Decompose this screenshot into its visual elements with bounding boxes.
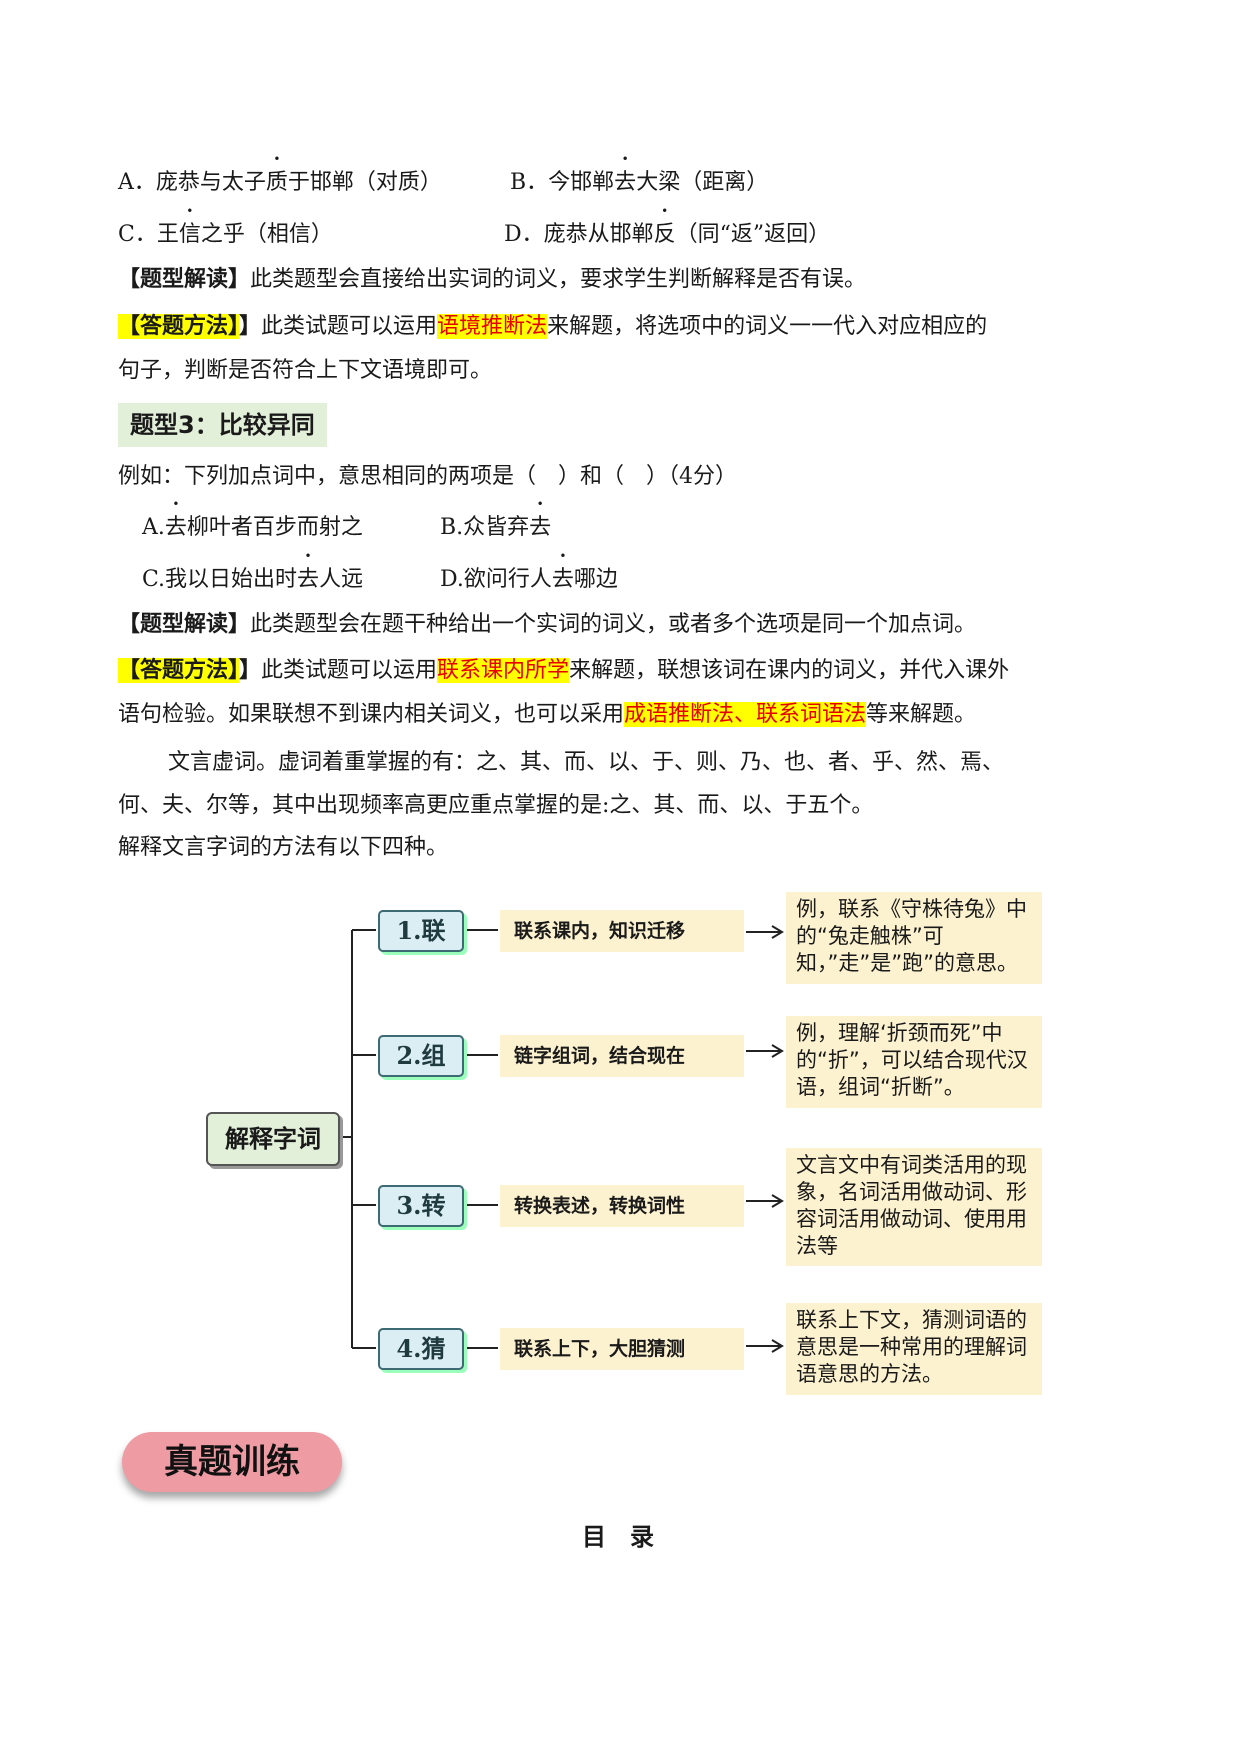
diagram-root: 解释字词 [206,1112,340,1166]
answer-method-2-line2: 句子，判断是否符合上下文语境即可。 [118,358,493,383]
step-3-label: 3.转 [378,1185,464,1227]
question-reading-3: 【题型解读】此类题型会在题干种给出一个实词的词义，或者多个选项是同一个加点词。 [118,612,977,637]
option-b-q3: B.众皆弃去 [440,513,551,543]
highlight-method: 语境推断法 [437,314,548,339]
answer-method-3-line2: 语句检验。如果联想不到课内相关词义，也可以采用成语推断法、联系词语法等来解题。 [118,702,977,727]
step-2-note: 例，理解‘折颈而死”中的“折”，可以结合现代汉语，组词“折断”。 [786,1016,1042,1108]
reading-tag: 【题型解读】 [118,267,251,292]
step-1-method: 联系课内，知识迁移 [500,910,744,952]
paragraph-methods-intro: 解释文言字词的方法有以下四种。 [118,835,449,860]
step-1-note: 例，联系《守株待兔》中的“兔走触株”可知，”走”是”跑”的意思。 [786,892,1042,984]
step-4-method: 联系上下，大胆猜测 [500,1328,744,1370]
paragraph-function-words: 文言虚词。虚词着重掌握的有：之、其、而、以、于、则、乃、也、者、乎、然、焉、 [168,750,1005,775]
step-2-label: 2.组 [378,1035,464,1077]
answer-method-3: 【答题方法】】此类试题可以运用联系课内所学来解题，联想该词在课内的词义，并代入课… [118,658,1010,683]
example-question: 例如：下列加点词中，意思相同的两项是（ ）和（ ）（4分） [118,464,737,489]
answer-method-2: 【答题方法】】此类试题可以运用语境推断法来解题，将选项中的词义一一代入对应相应的 [118,314,988,339]
step-1-label: 1.联 [378,910,464,952]
method-tag: 【答题方法】 [118,314,240,339]
section-heading-type3: 题型3：比较异同 [118,403,327,447]
option-c-q3: C.我以日始出时去人远 [142,565,363,595]
option-b: B．今邯郸去大梁（距离） [510,168,768,198]
step-2-method: 链字组词，结合现在 [500,1035,744,1077]
option-d: D．庞恭从邯郸反（同“返”返回） [504,220,830,250]
step-3-method: 转换表述，转换词性 [500,1185,744,1227]
option-c: C．王信之乎（相信） [118,220,333,250]
real-exam-training-badge: 真题训练 [122,1432,342,1492]
option-a: A．庞恭与太子质于邯郸（对质） [118,168,442,198]
step-3-note: 文言文中有词类活用的现象，名词活用做动词、形容词活用做动词、使用用法等 [786,1148,1042,1266]
option-d-q3: D.欲问行人去哪边 [440,565,618,595]
toc-title: 目 录 [582,1523,654,1551]
question-reading-2: 【题型解读】此类题型会直接给出实词的词义，要求学生判断解释是否有误。 [118,267,867,292]
step-4-note: 联系上下文，猜测词语的意思是一种常用的理解词语意思的方法。 [786,1303,1042,1395]
step-4-label: 4.猜 [378,1328,464,1370]
option-a-q3: A.去柳叶者百步而射之 [142,513,363,543]
paragraph-function-words-2: 何、夫、尔等，其中出现频率高更应重点掌握的是:之、其、而、以、于五个。 [118,793,874,818]
